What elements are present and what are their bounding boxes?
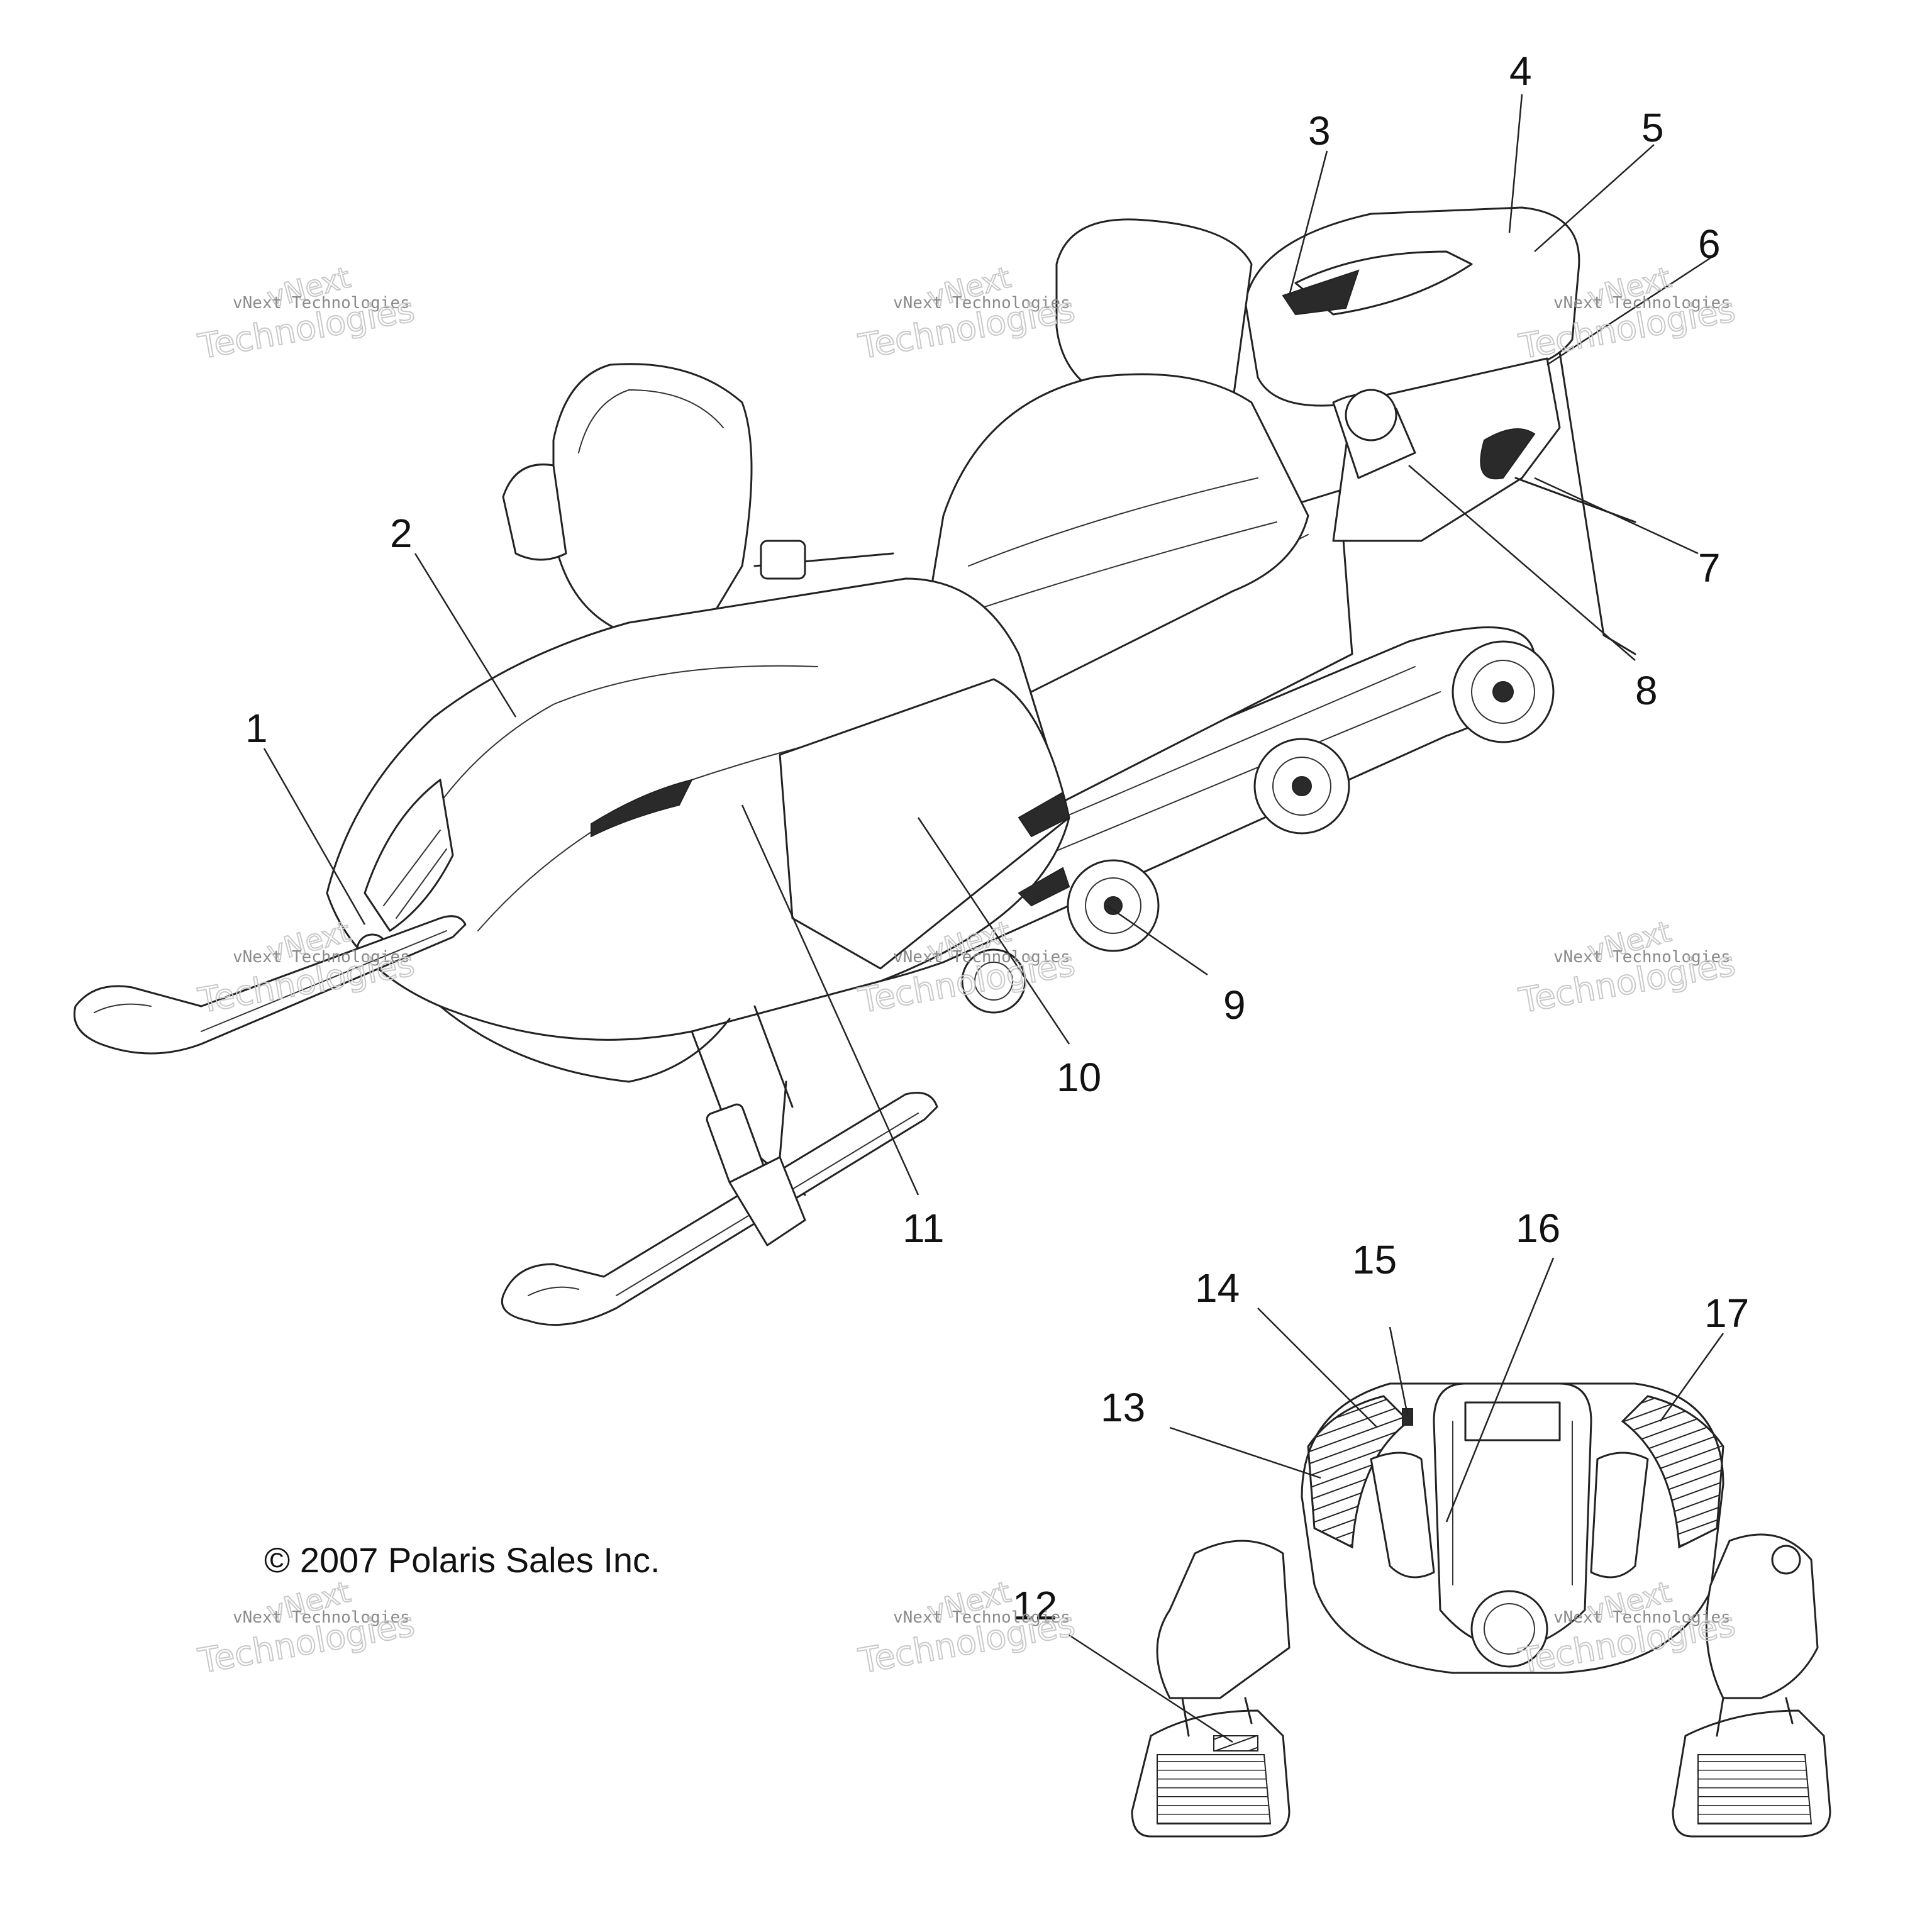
- callout-3: 3: [1308, 108, 1331, 153]
- bogie-wheel: [1452, 640, 1555, 743]
- callout-11: 11: [902, 1206, 944, 1251]
- callout-8: 8: [1635, 668, 1658, 713]
- callout-9: 9: [1223, 982, 1246, 1028]
- snowmobile-drawing: [73, 206, 1636, 1326]
- bogie-wheel: [961, 948, 1026, 1014]
- watermark-line2: vNext Technologies: [1553, 1608, 1731, 1627]
- callout-12: 12: [1013, 1583, 1057, 1628]
- callout-15: 15: [1352, 1237, 1397, 1282]
- callout-14: 14: [1195, 1265, 1240, 1311]
- watermark-line2: vNext Technologies: [233, 1608, 410, 1627]
- watermark-line2: vNext Technologies: [233, 294, 410, 313]
- watermark-line2: vNext Technologies: [893, 294, 1070, 313]
- callout-6: 6: [1698, 221, 1721, 267]
- watermark: vNext vNext Technologies Technologies: [194, 1574, 418, 1682]
- watermark: vNext vNext Technologies Technologies: [855, 260, 1079, 367]
- leader-lines: [263, 94, 1724, 1743]
- watermark: vNext vNext Technologies Technologies: [1515, 914, 1739, 1021]
- callout-2: 2: [390, 511, 413, 556]
- watermark: vNext vNext Technologies Technologies: [194, 260, 418, 367]
- callout-4: 4: [1509, 48, 1532, 94]
- watermark-line2: vNext Technologies: [1553, 294, 1731, 313]
- watermark-line2: vNext Technologies: [233, 948, 410, 967]
- callout-10: 10: [1057, 1055, 1101, 1100]
- copyright-notice: © 2007 Polaris Sales Inc.: [264, 1540, 660, 1580]
- bogie-wheel: [1067, 859, 1160, 952]
- callout-numbers: 1 2 3 4 5 6 7 8 9 10 11 12 13 14 15 16 1…: [245, 48, 1749, 1628]
- callout-13: 13: [1101, 1385, 1145, 1430]
- callout-17: 17: [1704, 1291, 1749, 1336]
- callout-16: 16: [1516, 1206, 1560, 1251]
- callout-1: 1: [245, 706, 268, 751]
- callout-5: 5: [1641, 105, 1664, 150]
- bogie-wheel: [1253, 738, 1350, 835]
- watermark-line2: vNext Technologies: [1553, 948, 1731, 967]
- front-view-drawing: [1131, 1382, 1831, 1838]
- watermark-line2: vNext Technologies: [893, 948, 1070, 967]
- watermark-line2: vNext Technologies: [893, 1608, 1070, 1627]
- callout-7: 7: [1698, 545, 1721, 591]
